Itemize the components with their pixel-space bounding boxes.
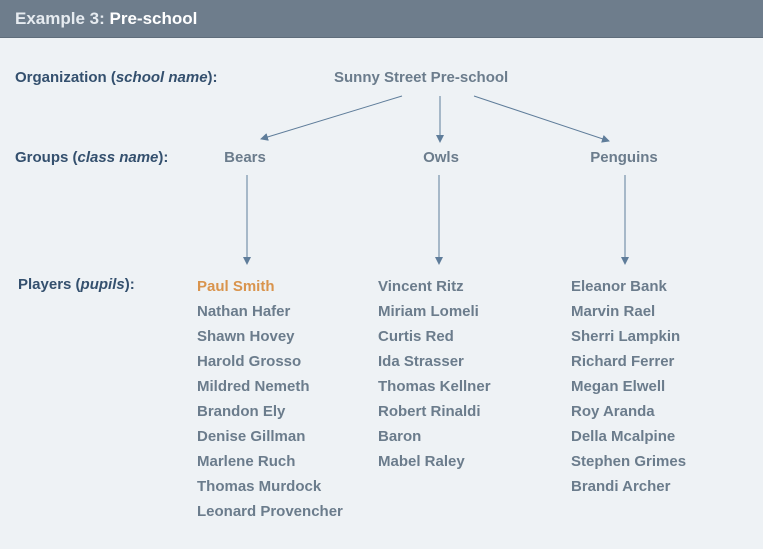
pupil-item: Vincent Ritz (378, 278, 464, 295)
pupil-item: Brandon Ely (197, 403, 286, 420)
pupil-item: Denise Gillman (197, 428, 306, 445)
pupil-item: Thomas Murdock (197, 478, 322, 495)
arrow-org-to-bears (260, 95, 403, 141)
pupil-item: Megan Elwell (571, 378, 666, 395)
pupil-item: Brandi Archer (571, 478, 671, 495)
group-node-owls: Owls (423, 149, 459, 166)
pupil-item: Mabel Raley (378, 453, 465, 470)
pupil-item: Shawn Hovey (197, 328, 295, 345)
pupil-item: Paul Smith (197, 278, 275, 295)
page-title: Example 3: Pre-school (15, 9, 197, 29)
pupil-item: Roy Aranda (571, 403, 655, 420)
pupil-item: Ida Strasser (378, 353, 464, 370)
players-label: Players (pupils): (18, 276, 135, 293)
organization-node: Sunny Street Pre-school (334, 69, 509, 86)
header-bar: Example 3: Pre-school (0, 0, 763, 38)
pupil-item: Harold Grosso (197, 353, 302, 370)
pupil-item: Richard Ferrer (571, 353, 675, 370)
pupil-item: Miriam Lomeli (378, 303, 479, 320)
pupil-item: Leonard Provencher (197, 503, 343, 520)
title-prefix: Example 3: (15, 9, 105, 28)
pupil-item: Marlene Ruch (197, 453, 296, 470)
pupil-item: Stephen Grimes (571, 453, 687, 470)
pupil-item: Thomas Kellner (378, 378, 491, 395)
groups-label: Groups (class name): (15, 149, 169, 166)
pupil-item: Nathan Hafer (197, 303, 291, 320)
pupil-item: Mildred Nemeth (197, 378, 310, 395)
group-node-penguins: Penguins (590, 149, 658, 166)
arrow-org-to-penguins (473, 95, 610, 143)
pupil-item: Marvin Rael (571, 303, 656, 320)
pupil-item: Curtis Red (378, 328, 454, 345)
organization-label: Organization (school name): (15, 69, 218, 86)
pupil-item: Sherri Lampkin (571, 328, 681, 345)
pupil-item: Baron (378, 428, 422, 445)
pupil-item: Della Mcalpine (571, 428, 676, 445)
group-node-bears: Bears (224, 149, 266, 166)
pupil-item: Robert Rinaldi (378, 403, 481, 420)
title-text: Pre-school (109, 9, 198, 28)
pupil-item: Eleanor Bank (571, 278, 667, 295)
